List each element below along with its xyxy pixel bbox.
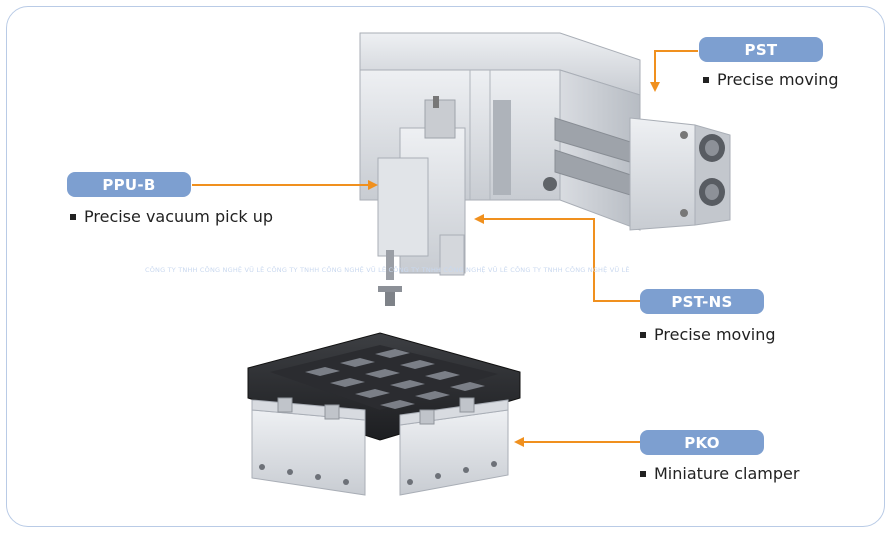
pst-ns-description: Precise moving (640, 325, 776, 344)
bullet-icon (640, 470, 646, 477)
ppu-b-unit-illustration (377, 96, 466, 306)
ppu-b-description-text: Precise vacuum pick up (84, 207, 274, 226)
pst-ns-arrow (474, 214, 640, 302)
bullet-icon (703, 76, 709, 83)
pst-ns-description-text: Precise moving (654, 325, 776, 344)
watermark-text: CÔNG TY TNHH CÔNG NGHỆ VŨ LÊ CÔNG TY TNH… (145, 266, 630, 274)
pst-ns-label: PST-NS (640, 289, 764, 314)
ppu-b-description: Precise vacuum pick up (70, 207, 273, 226)
pst-label: PST (699, 37, 823, 62)
pst-description-text: Precise moving (717, 70, 839, 89)
bullet-icon (70, 213, 76, 220)
bullet-icon (640, 331, 646, 338)
pko-clamper-illustration (247, 332, 521, 496)
ppu-b-label: PPU-B (67, 172, 191, 197)
pst-description: Precise moving (703, 70, 839, 89)
pko-label: PKO (640, 430, 764, 455)
pst-arrow (650, 50, 698, 92)
pko-description: Miniature clamper (640, 464, 799, 483)
pko-description-text: Miniature clamper (654, 464, 800, 483)
